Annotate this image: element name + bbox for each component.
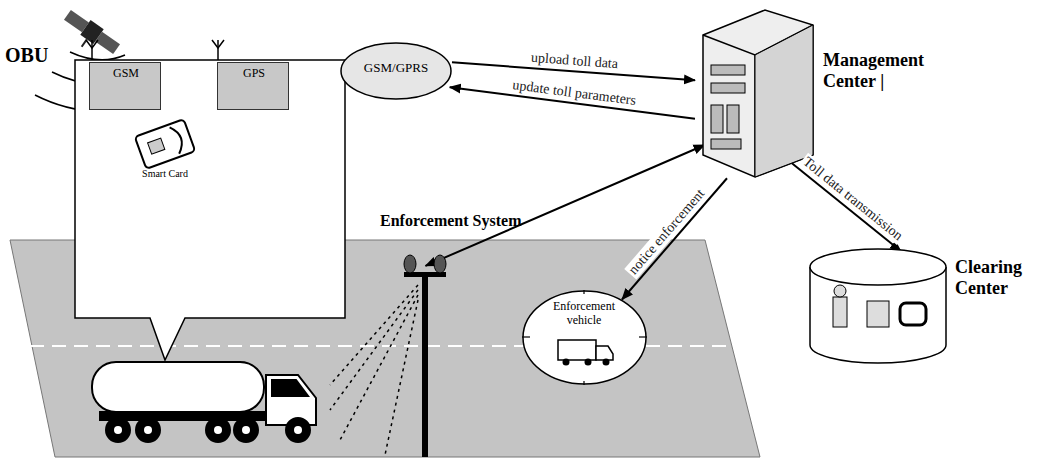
- node-text: OBU: [5, 44, 65, 67]
- node-text: Clearing Center: [955, 257, 1037, 298]
- callout-box: [5, 38, 350, 373]
- connector: [791, 163, 901, 252]
- gps-module: GPS: [217, 62, 289, 110]
- edge-label: update toll parameters: [509, 77, 638, 109]
- satellite: [57, 7, 122, 64]
- node-text: Management Center |: [823, 50, 973, 91]
- truck: [92, 362, 316, 442]
- gsm-module: GSM: [89, 62, 161, 110]
- clearing-center: Clearing Center: [805, 245, 1045, 370]
- antennas: [86, 40, 224, 62]
- server-icon: [695, 5, 820, 180]
- management-center: Management Center |: [695, 5, 1015, 180]
- node-text: GPS: [218, 67, 290, 81]
- smart-card: Smart Card: [117, 118, 213, 182]
- node-text: GSM: [90, 67, 162, 81]
- node-text: Smart Card: [117, 168, 213, 180]
- connector: [622, 178, 727, 299]
- node-text: Enforcement System: [380, 212, 555, 230]
- obu-unit: OBU GSM GPS Smart Card: [5, 38, 350, 343]
- node-text: Enforcement vehicle: [539, 300, 629, 328]
- node-text: GSM/GPRS: [340, 61, 452, 76]
- network-cloud: GSM/GPRS: [340, 42, 452, 100]
- edge-label: Toll data transmission: [798, 153, 907, 245]
- database-cylinder: [805, 245, 950, 370]
- enforcement-vehicle: Enforcement vehicle: [522, 290, 647, 385]
